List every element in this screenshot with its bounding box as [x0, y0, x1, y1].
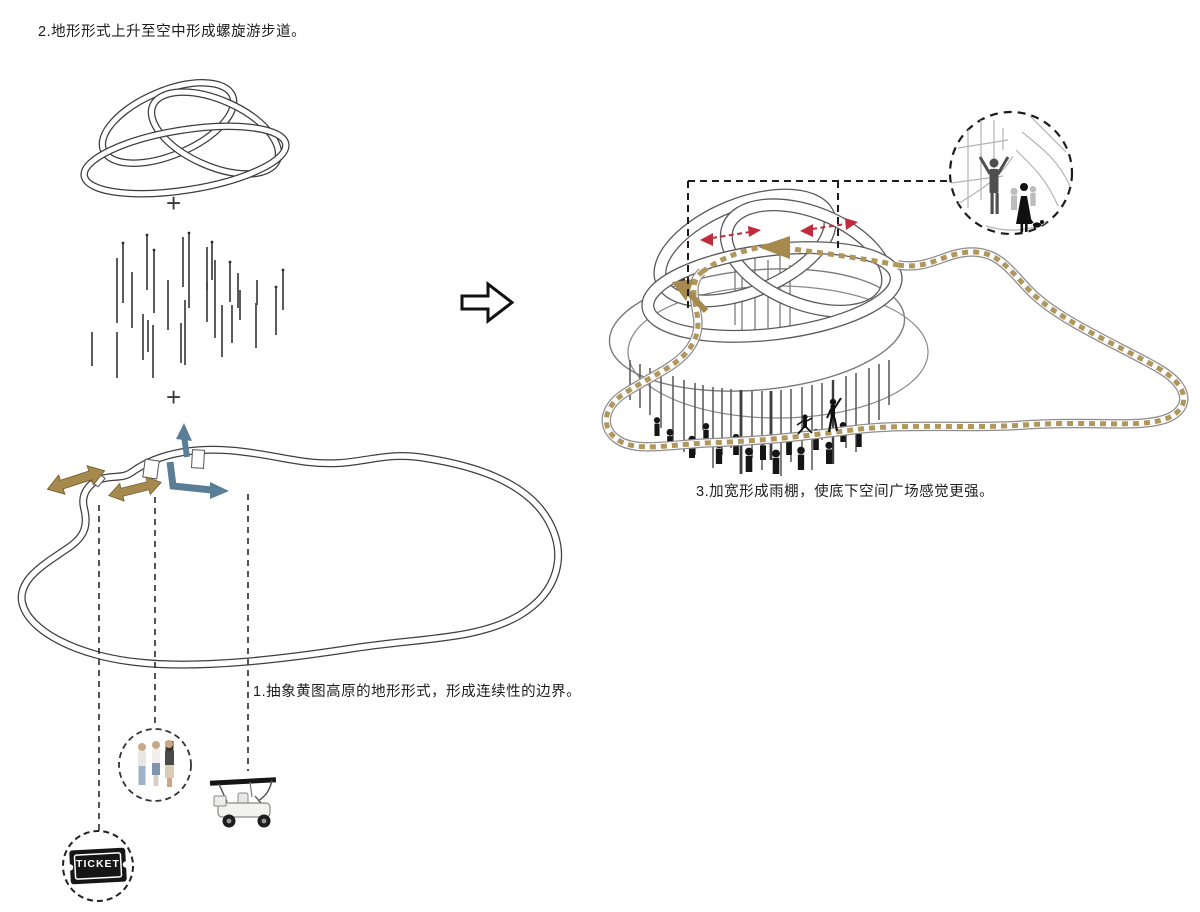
- walking-trail: [601, 243, 1189, 452]
- plus-symbol: +: [166, 382, 182, 412]
- step-1-caption: 1.抽象黄图高原的地形形式，形成连续性的边界。: [253, 684, 582, 700]
- flow-arrow-gold: [108, 476, 162, 502]
- flow-arrow-gold: [46, 465, 106, 495]
- canopy-structure: [601, 188, 1189, 476]
- spiral-rings-icon: [80, 79, 290, 198]
- ticket-icon: [62, 830, 134, 902]
- trail-people: [796, 397, 842, 435]
- callout-box: [687, 180, 949, 311]
- step-2-caption: 2.地形形式上升至空中形成螺旋游步道。: [38, 24, 307, 40]
- entry-arrow-blue-elbow: [166, 461, 229, 499]
- canopy-columns: [629, 360, 890, 476]
- terrain-boundary-icon: [17, 423, 563, 830]
- visitors-circle-icon: [118, 728, 192, 802]
- elevated-spiral-rings: [641, 188, 903, 343]
- golf-cart-icon: [209, 777, 277, 828]
- ramp-arrow-gold: [672, 279, 709, 314]
- columns-icon: [91, 231, 285, 378]
- band-opening: [191, 449, 205, 469]
- detail-callout: [687, 110, 1074, 311]
- visitor-left: [138, 743, 146, 785]
- entry-arrow-blue-up: [176, 423, 192, 458]
- detail-sketch: [950, 115, 1071, 232]
- plus-symbol: +: [166, 188, 182, 218]
- man-raised-arms: [978, 156, 1010, 214]
- woman-silhouette: [1016, 183, 1032, 232]
- band-opening: [142, 458, 160, 480]
- ticket-label: TICKET: [76, 858, 120, 870]
- visitor-right: [165, 740, 174, 787]
- transform-arrow-icon: [460, 280, 515, 325]
- callout-drop-lines: [98, 494, 249, 830]
- visitor-middle: [152, 741, 160, 786]
- trail-arrow-gold: [758, 236, 790, 259]
- step-3-caption: 3.加宽形成雨棚，使底下空间广场感觉更强。: [696, 484, 995, 500]
- dog-silhouette: [1029, 218, 1044, 231]
- widen-arrows-red: [700, 218, 858, 246]
